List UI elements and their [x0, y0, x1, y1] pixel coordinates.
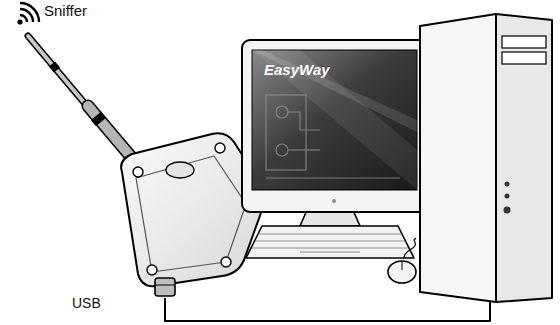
- tower-button: [505, 194, 510, 199]
- mouse: [388, 261, 416, 283]
- cable-label: USB: [72, 296, 101, 311]
- mouse-cable: [404, 238, 416, 258]
- monitor-bezel: [242, 40, 427, 212]
- key-row: [252, 248, 408, 249]
- antenna-outline: [28, 36, 92, 112]
- tower-front: [496, 14, 552, 302]
- logo-line: [266, 177, 400, 178]
- sniffer-screw: [147, 265, 157, 275]
- cable-gland: [155, 278, 175, 296]
- usb-cable: [165, 298, 490, 321]
- space-bar: [300, 252, 360, 253]
- tower-side: [420, 14, 496, 302]
- sniffer-screw: [221, 257, 231, 267]
- wifi-arc: [20, 3, 39, 22]
- logo-circle: [276, 144, 288, 156]
- drive-bay: [502, 36, 546, 48]
- sniffer-screw: [215, 143, 225, 153]
- tower-button: [504, 207, 511, 214]
- computer-node: EasyWay: [238, 10, 558, 302]
- wifi-arc: [20, 15, 27, 22]
- device-label: Sniffer: [44, 3, 87, 20]
- power-led: [332, 199, 336, 203]
- device-node: Sniffer: [10, 0, 260, 298]
- tower-button: [505, 182, 510, 187]
- sniffer-lid: [136, 156, 246, 272]
- key-row: [258, 234, 402, 235]
- mouse-button: [402, 261, 403, 270]
- logo-frame: [266, 95, 306, 170]
- key-row: [255, 241, 405, 242]
- screen-title: EasyWay: [264, 62, 330, 79]
- logo-circle: [276, 106, 288, 118]
- sniffer-boss: [166, 162, 194, 178]
- keyboard: [246, 226, 414, 258]
- antenna-rod: [28, 36, 92, 112]
- wifi-arc: [20, 9, 33, 22]
- logo-track: [288, 112, 320, 130]
- wifi-dot: [17, 19, 22, 24]
- screen-light: [252, 50, 417, 190]
- antenna-band: [52, 64, 57, 70]
- antenna-base: [88, 106, 132, 158]
- sniffer-screw: [133, 167, 143, 177]
- antenna-band: [96, 116, 101, 122]
- drive-bay: [502, 52, 546, 64]
- logo-track: [288, 149, 320, 150]
- screen-light: [252, 50, 417, 132]
- antenna-base-outline: [88, 106, 132, 158]
- monitor-screen: [252, 50, 417, 190]
- gland-ring: [155, 285, 175, 286]
